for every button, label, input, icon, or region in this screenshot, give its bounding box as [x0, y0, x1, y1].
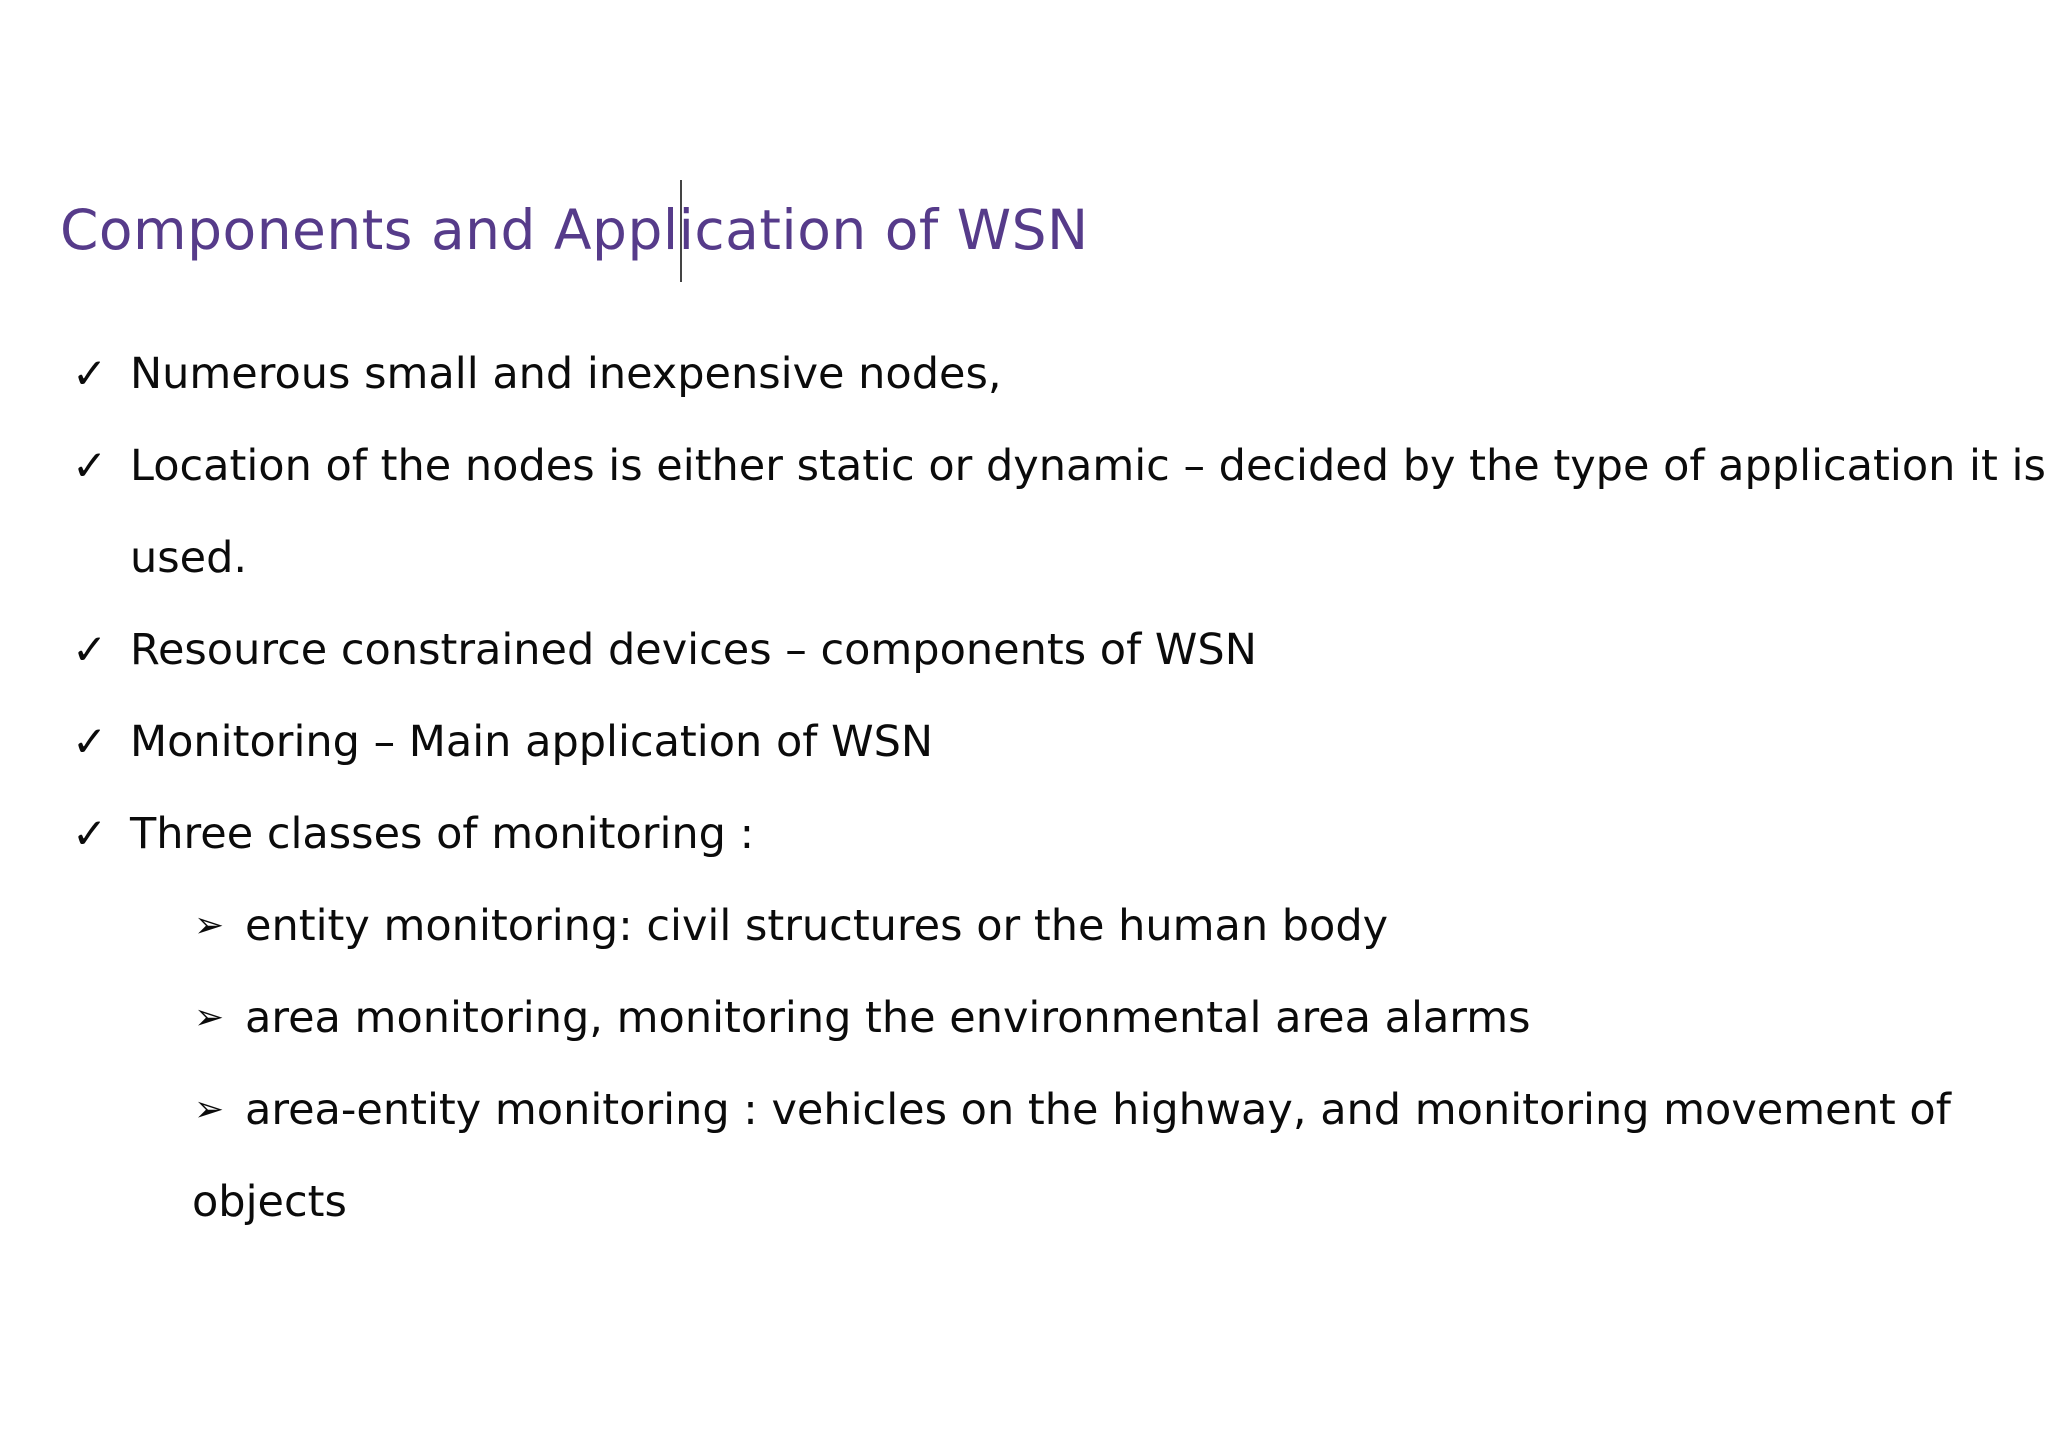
sub-list-item: entity monitoring: civil structures or t…	[245, 901, 1389, 951]
list-item: Numerous small and inexpensive nodes,	[130, 349, 1002, 399]
check-mark-icon: ✓	[72, 717, 108, 766]
arrowhead-icon: ➢	[194, 1089, 225, 1130]
list-item: Location of the nodes is either static o…	[130, 441, 2046, 491]
text-cursor	[680, 180, 682, 282]
sub-list-item-continuation: objects	[192, 1177, 347, 1227]
check-mark-icon: ✓	[72, 441, 108, 490]
check-mark-icon: ✓	[72, 809, 108, 858]
list-item: Three classes of monitoring :	[130, 809, 755, 859]
page-title: Components and Application of WSN	[60, 198, 1089, 262]
arrowhead-icon: ➢	[194, 997, 225, 1038]
sub-list-item: area monitoring, monitoring the environm…	[245, 993, 1531, 1043]
sub-list-item: area-entity monitoring : vehicles on the…	[245, 1085, 1951, 1135]
arrowhead-icon: ➢	[194, 905, 225, 946]
check-mark-icon: ✓	[72, 349, 108, 398]
list-item: Resource constrained devices – component…	[130, 625, 1257, 675]
list-item-continuation: used.	[130, 533, 248, 583]
list-item: Monitoring – Main application of WSN	[130, 717, 934, 767]
check-mark-icon: ✓	[72, 625, 108, 674]
